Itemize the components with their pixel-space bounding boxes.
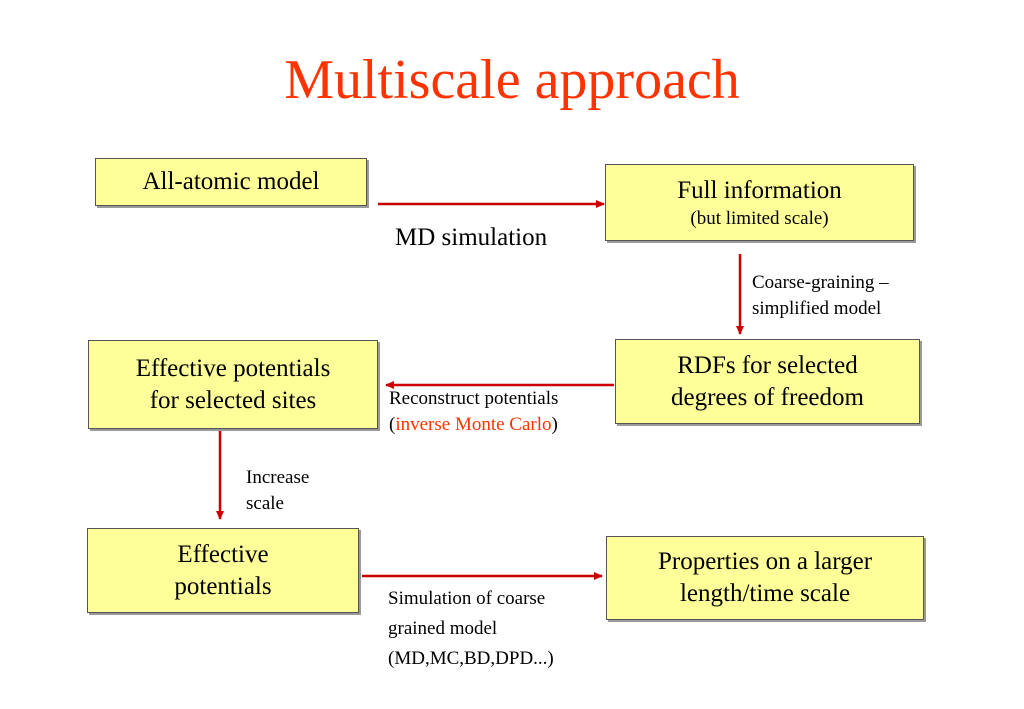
- label-reconstruct-close: ): [551, 414, 558, 435]
- box-full-information: Full information (but limited scale): [605, 164, 914, 241]
- label-increase-scale: Increase scale: [246, 465, 309, 517]
- box-rdfs-line2: degrees of freedom: [671, 383, 864, 411]
- label-sim-line1: Simulation of coarse: [388, 588, 546, 609]
- box-effective-potentials: Effective potentials: [87, 528, 359, 613]
- label-increase-line2: scale: [246, 493, 284, 514]
- box-properties-line2: length/time scale: [679, 580, 851, 607]
- box-rdfs: RDFs for selected degrees of freedom: [615, 339, 920, 424]
- label-reconstruct-line2: (inverse Monte Carlo): [389, 412, 558, 438]
- label-simulation-coarse: Simulation of coarse grained model (MD,M…: [388, 584, 554, 674]
- box-eff-pot-sites-line2: for selected sites: [149, 386, 317, 414]
- box-eff-pot-line1: Effective: [177, 540, 269, 568]
- label-inverse-monte-carlo: inverse Monte Carlo: [395, 414, 552, 435]
- box-full-info-sublabel: (but limited scale): [690, 207, 829, 229]
- label-coarse-line2: simplified model: [752, 298, 882, 319]
- label-reconstruct-open: (: [389, 414, 396, 435]
- box-effective-potentials-sites: Effective potentials for selected sites: [88, 340, 378, 429]
- box-properties-line1: Properties on a larger: [657, 548, 873, 575]
- box-all-atomic-label: All-atomic model: [142, 168, 320, 195]
- box-all-atomic-model: All-atomic model: [95, 158, 367, 206]
- label-reconstruct: Reconstruct potentials (inverse Monte Ca…: [389, 386, 558, 438]
- page-title: Multiscale approach: [284, 49, 740, 111]
- label-md-simulation: MD simulation: [395, 224, 548, 251]
- label-increase-line1: Increase: [246, 467, 310, 488]
- box-properties: Properties on a larger length/time scale: [606, 536, 924, 620]
- label-sim-line2: grained model: [388, 618, 498, 639]
- box-rdfs-line1: RDFs for selected: [677, 351, 858, 379]
- label-coarse-graining: Coarse-graining – simplified model: [752, 270, 889, 322]
- label-coarse-line1: Coarse-graining –: [752, 272, 889, 293]
- label-sim-line3: (MD,MC,BD,DPD...): [388, 648, 554, 669]
- label-reconstruct-line1: Reconstruct potentials: [389, 388, 559, 409]
- box-eff-pot-line2: potentials: [174, 572, 272, 600]
- box-eff-pot-sites-line1: Effective potentials: [135, 354, 331, 382]
- box-full-info-label: Full information: [677, 176, 842, 204]
